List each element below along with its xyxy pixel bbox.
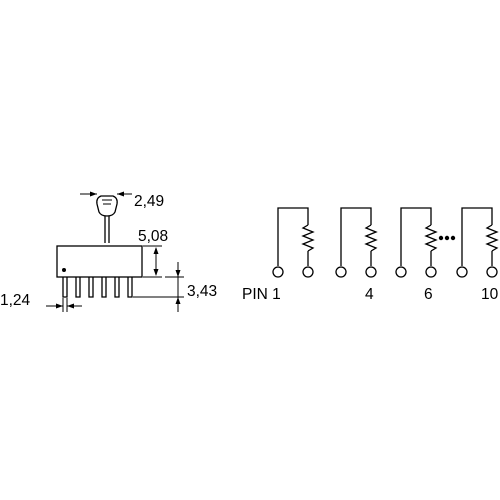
- lead-profile-detail: [80, 191, 132, 243]
- package-pins: [62, 277, 133, 298]
- resistor-cell-3: [395, 207, 438, 278]
- pin-pitch-dimension: [46, 298, 82, 312]
- dimension-lead-length: 3,43: [187, 283, 217, 300]
- resistor-cell-2: [335, 207, 378, 278]
- pin-label-1: PIN 1: [242, 286, 281, 303]
- resistor-cell-1: [272, 207, 315, 278]
- lead-length-dimension: [133, 262, 184, 312]
- resistor-cell-4: [456, 207, 499, 278]
- pin-label-10: 10: [481, 286, 499, 303]
- pin-label-4: 4: [365, 286, 374, 303]
- schematic: [272, 207, 499, 278]
- continuation-dots-icon: [438, 235, 456, 241]
- dimension-lead-width: 2,49: [134, 193, 164, 210]
- dimension-body-height: 5,08: [138, 228, 168, 245]
- body-height-dimension: [143, 245, 162, 278]
- dimension-pin-pitch: 1,24: [0, 292, 31, 309]
- package-body: [56, 245, 143, 278]
- pin-label-6: 6: [424, 286, 433, 303]
